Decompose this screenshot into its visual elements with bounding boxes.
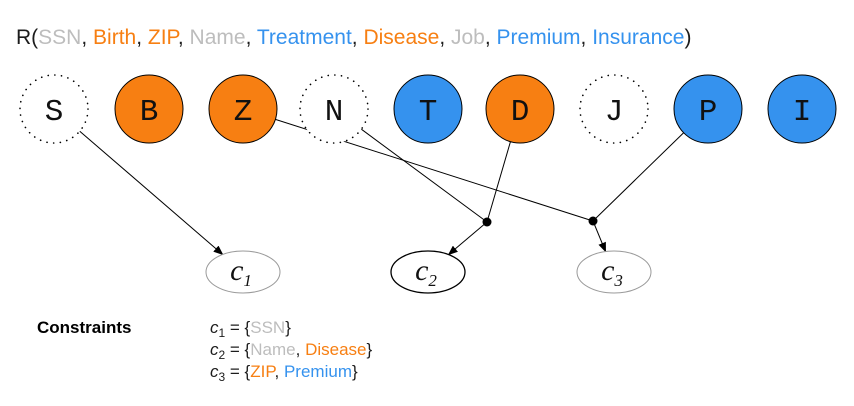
relation-prefix: R( (16, 26, 38, 49)
constraint-node-c2: c2 (390, 250, 466, 294)
constraint-def-close: } (366, 340, 372, 359)
constraint-node-sub: 3 (613, 271, 623, 290)
node-p: P (673, 74, 743, 144)
constraint-def-sub: 2 (219, 348, 226, 362)
constraint-node-c1: c1 (205, 250, 281, 294)
edges (79, 118, 684, 256)
node-i: I (767, 74, 837, 144)
relation-attr-treatment: Treatment (257, 26, 352, 49)
constraint-def-eq: = { (225, 318, 250, 337)
constraint-def-sep: , (275, 362, 284, 381)
constraint-def-attr-zip: ZIP (250, 362, 276, 381)
node-circle-filled (485, 74, 555, 144)
constraints-heading: Constraints (37, 318, 131, 337)
node-circle-filled (767, 74, 837, 144)
node-letter: S (45, 95, 64, 130)
edge-d-j2 (486, 141, 511, 223)
constraint-def-close: } (352, 362, 358, 381)
relation-separator: , (485, 26, 497, 49)
constraint-def-base: c (210, 340, 219, 359)
constraint-def-eq: = { (225, 362, 250, 381)
node-t: T (393, 74, 463, 144)
node-s: S (19, 74, 89, 144)
constraint-node-base: c (230, 254, 243, 287)
constraint-ellipse (576, 250, 652, 294)
constraint-node-sub: 2 (428, 271, 437, 290)
node-letter: T (419, 95, 438, 130)
constraint-def-eq: = { (225, 340, 250, 359)
relation-suffix: ) (684, 26, 691, 49)
relation-attr-insurance: Insurance (592, 26, 684, 49)
constraint-ellipse (205, 250, 281, 294)
node-circle-filled (393, 74, 463, 144)
node-letter: N (325, 95, 344, 130)
relation-attr-birth: Birth (93, 26, 136, 49)
constraint-def-sub: 3 (219, 370, 226, 384)
relation-attr-job: Job (451, 26, 485, 49)
constraint-def-c1: c1 = {SSN} (210, 318, 291, 340)
constraint-def-base: c (210, 362, 219, 381)
node-circle-dotted (579, 74, 649, 144)
node-letter: I (793, 95, 812, 130)
constraint-node-base: c (601, 254, 614, 287)
constraint-node-label: c1 (230, 254, 252, 290)
constraint-node-c3: c3 (576, 250, 652, 294)
constraint-def-close: } (285, 318, 291, 337)
node-circle-filled (208, 74, 278, 144)
node-circle-dotted (299, 74, 369, 144)
node-j: J (579, 74, 649, 144)
relation-separator: , (246, 26, 257, 49)
constraint-def-sub: 1 (219, 326, 226, 340)
node-circle-dotted (19, 74, 89, 144)
node-circle-filled (114, 74, 184, 144)
edge-n-j2 (361, 128, 488, 223)
constraint-def-base: c (210, 318, 219, 337)
constraint-def-attr-premium: Premium (284, 362, 352, 381)
constraint-node-label: c2 (415, 254, 437, 290)
relation-separator: , (439, 26, 451, 49)
node-letter: Z (234, 95, 253, 130)
edge-j3-c3 (592, 220, 607, 253)
constraint-def-c3: c3 = {ZIP, Premium} (210, 362, 358, 384)
relation-attr-ssn: SSN (38, 26, 81, 49)
relation-attr-premium: Premium (497, 26, 581, 49)
relation-attr-zip: ZIP (148, 26, 180, 49)
constraint-node-base: c (415, 254, 428, 287)
node-b: B (114, 74, 184, 144)
relation-separator: , (136, 26, 148, 49)
constraint-node-sub: 1 (243, 271, 252, 290)
node-d: D (485, 74, 555, 144)
relation-separator: , (352, 26, 364, 49)
edge-p-j3 (592, 132, 684, 222)
relation-separator: , (81, 26, 93, 49)
constraint-def-attr-name: Name (250, 340, 295, 359)
node-letter: B (140, 95, 159, 130)
constraint-def-c2: c2 = {Name, Disease} (210, 340, 372, 362)
constraint-def-sep: , (296, 340, 305, 359)
edge-j2-c2 (447, 221, 488, 256)
node-letter: P (699, 95, 718, 130)
node-letter: J (605, 95, 624, 130)
junction-dot (482, 217, 492, 227)
node-letter: D (511, 95, 530, 130)
node-z: Z (208, 74, 278, 144)
node-circle-filled (673, 74, 743, 144)
constraint-def-attr-disease: Disease (305, 340, 366, 359)
edge-s-c1 (79, 130, 224, 256)
relation-schema: R(SSN, Birth, ZIP, Name, Treatment, Dise… (16, 26, 691, 49)
relation-separator: , (581, 26, 593, 49)
relation-separator: , (178, 26, 190, 49)
constraint-ellipse (390, 250, 466, 294)
relation-attr-disease: Disease (363, 26, 439, 49)
constraints-section: Constraints c1 = {SSN}c2 = {Name, Diseas… (37, 318, 372, 384)
constraint-def-attr-ssn: SSN (250, 318, 285, 337)
constraint-node-label: c3 (601, 254, 623, 290)
junction-dot (588, 216, 598, 226)
node-n: N (299, 74, 369, 144)
relation-attr-name: Name (190, 26, 246, 49)
